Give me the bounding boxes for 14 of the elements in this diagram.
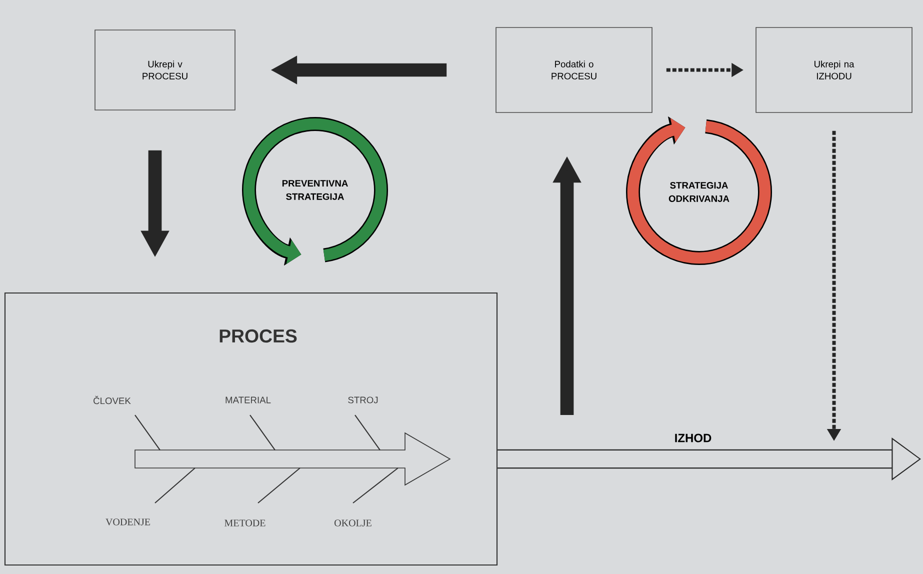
process-heading: PROCES [220,329,297,343]
bone-label: OKOLJE [334,520,372,526]
node-label: PREVENTIVNA STRATEGIJA [282,180,348,200]
bone-label: METODE [224,520,266,526]
edge-label: IZHOD [675,434,712,442]
bone-label: MATERIAL [226,396,271,404]
bone-label: ČLOVEK [94,396,131,404]
text-box: Podatki o PROCESU [496,27,652,113]
text-box: Ukrepi na IZHODU [756,27,912,113]
strategy-cycle: STRATEGIJA ODKRIVANJA [626,116,772,265]
node-label: STRATEGIJA ODKRIVANJA [668,182,730,202]
bone-label: STROJ [348,396,378,404]
text-box: Ukrepi v PROCESU [94,30,236,110]
bone-label: VODENJE [106,518,150,526]
